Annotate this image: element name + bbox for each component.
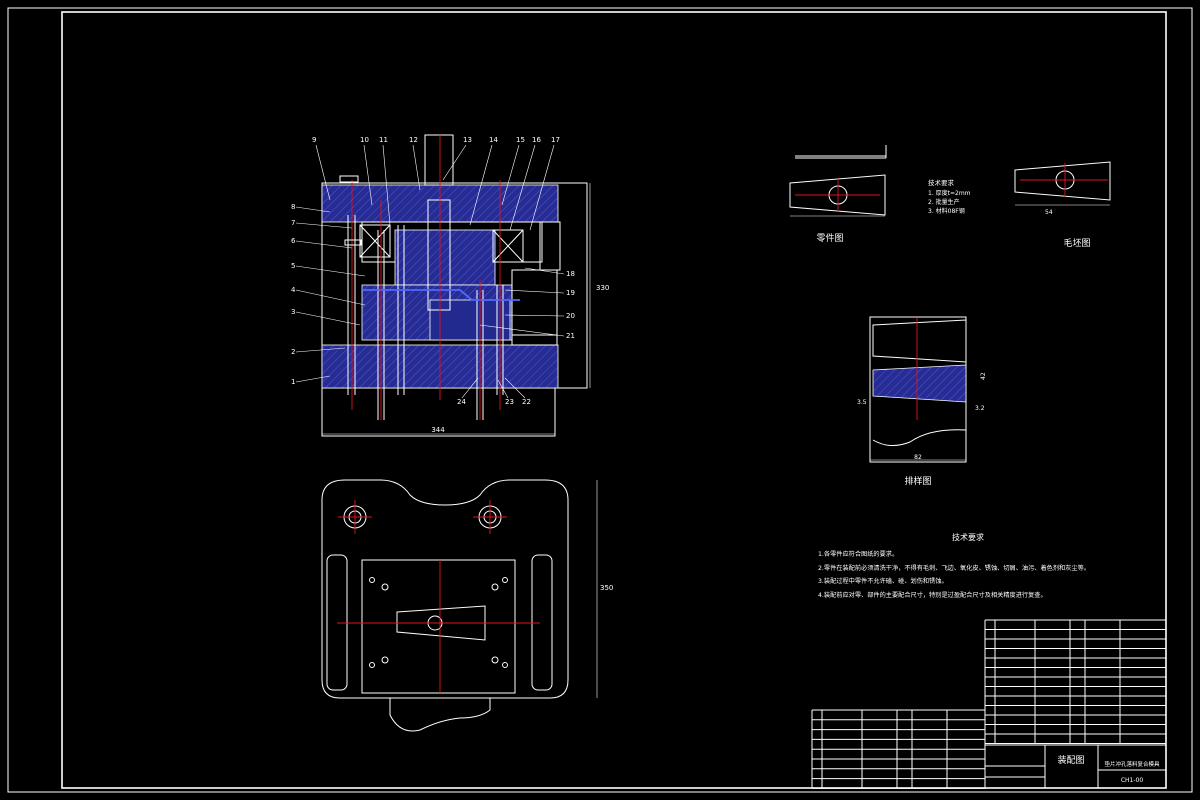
part-label-19: 19: [566, 289, 575, 297]
part-label-18: 18: [566, 270, 575, 278]
plan-view: 350: [321, 479, 613, 732]
part-label-10: 10: [360, 136, 369, 144]
sheet-outer-border: [7, 7, 1193, 793]
part-notes-heading: 技术要求: [928, 178, 955, 187]
tech-requirement-4: 4.装配前应对零、部件的主要配合尺寸，特别是过盈配合尺寸及相关精度进行复查。: [818, 591, 1047, 599]
dim-layout-pitch: 42: [980, 372, 987, 380]
part-label-4: 4: [291, 286, 296, 294]
blank-view-label: 毛坯图: [1063, 237, 1090, 249]
part-note-1: 1. 厚度t=2mm: [928, 189, 971, 197]
dim-assembly-width: 344: [431, 426, 445, 434]
part-label-7: 7: [291, 219, 295, 227]
die-shank: [424, 134, 454, 186]
design-title: 垫片冲孔落料复合模具: [1104, 760, 1160, 768]
drawing-title: 装配图: [1057, 754, 1084, 766]
part-label-16: 16: [532, 136, 541, 144]
part-label-6: 6: [291, 237, 296, 245]
blank-view: 54 毛坯图: [1014, 161, 1111, 249]
part-note-3: 3. 材料08F钢: [928, 207, 965, 215]
dim-layout-gap-b: 3.2: [975, 405, 985, 412]
parts-list-table: [811, 619, 1167, 789]
part-label-8: 8: [291, 203, 295, 211]
part-label-14: 14: [489, 136, 498, 144]
layout-view-label: 排样图: [904, 475, 931, 487]
part-notes: 技术要求 1. 厚度t=2mm 2. 批量生产 3. 材料08F钢: [928, 178, 971, 215]
part-label-13: 13: [463, 136, 472, 144]
dim-blank-width: 54: [1045, 209, 1053, 216]
tech-requirement-1: 1.各零件应符合图纸的要求。: [818, 550, 898, 558]
tech-requirements-heading: 技术要求: [952, 532, 984, 542]
part-label-20: 20: [566, 312, 575, 320]
assembly-section-view: 344 330 1 2 3 4 5 6 7 8 9 10 11 12 13 14…: [291, 134, 609, 437]
part-label-22: 22: [522, 398, 531, 406]
part-label-17: 17: [551, 136, 560, 144]
part-view: 零件图: [789, 145, 887, 244]
part-label-1: 1: [291, 378, 295, 386]
technical-requirements: 技术要求 1.各零件应符合图纸的要求。 2.零件在装配前必须清洗干净，不得有毛刺…: [818, 532, 1090, 599]
sheet-inner-border: [61, 11, 1167, 789]
part-label-21: 21: [566, 332, 575, 340]
dim-assembly-height: 330: [596, 284, 609, 292]
part-label-23: 23: [505, 398, 514, 406]
part-label-5: 5: [291, 262, 295, 270]
tech-requirement-3: 3.装配过程中零件不允许磕、碰、划伤和锈蚀。: [818, 577, 948, 585]
layout-view: 82 3.5 3.2 42 排样图: [857, 316, 987, 487]
part-label-15: 15: [516, 136, 525, 144]
tech-requirement-2: 2.零件在装配前必须清洗干净，不得有毛刺、飞边、氧化皮、锈蚀、切屑、油污、着色剂…: [818, 564, 1090, 572]
part-label-3: 3: [291, 308, 295, 316]
part-note-2: 2. 批量生产: [928, 198, 960, 206]
drawing-number: CH1-00: [1121, 777, 1144, 784]
dim-layout-gap-a: 3.5: [857, 399, 867, 406]
title-block: 装配图 垫片冲孔落料复合模具 CH1-00: [984, 744, 1167, 789]
dim-layout-width: 82: [914, 454, 922, 461]
part-label-11: 11: [379, 136, 388, 144]
part-label-24: 24: [457, 398, 466, 406]
part-label-9: 9: [312, 136, 316, 144]
dim-plan-height: 350: [600, 584, 613, 592]
part-view-label: 零件图: [816, 232, 843, 244]
part-label-12: 12: [409, 136, 418, 144]
part-label-2: 2: [291, 348, 295, 356]
